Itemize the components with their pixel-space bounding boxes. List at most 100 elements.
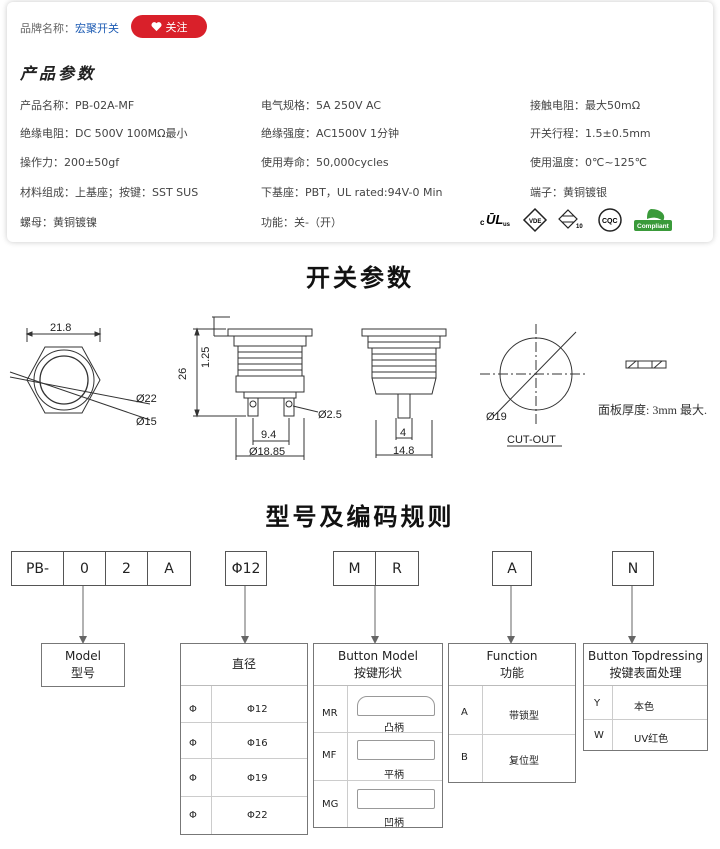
model-cn: 型号: [70, 666, 95, 680]
brand-label: 品牌名称：: [20, 22, 75, 35]
param-item: 使用寿命：50,000cycles: [261, 156, 389, 169]
concave-button-shape: [357, 789, 435, 809]
param-item: 操作力：200±50gf: [20, 156, 120, 169]
dimension-drawing: 21.8 Ø22 Ø15 26 1.25 Ø2.5 9.4 Ø18.85: [9, 316, 667, 460]
code-letter: M: [334, 552, 376, 585]
param-item: 功能：关-（开）: [261, 216, 342, 229]
rohs-cert-logo: Compliant: [633, 206, 673, 234]
topdressing-key: W: [594, 730, 604, 741]
param-item: 绝缘强度：AC1500V 1分钟: [261, 127, 400, 140]
param-item: 绝缘电阻：DC 500V 100MΩ最小: [20, 127, 188, 140]
dim-height: 26: [177, 368, 189, 380]
front-view: [9, 328, 151, 421]
connector-lines: [79, 586, 636, 644]
convex-button-shape: [357, 696, 435, 716]
button-model-en: Button Model: [337, 648, 419, 663]
svg-text:ŪL: ŪL: [486, 212, 503, 227]
topdressing-cn: 按键表面处理: [609, 665, 682, 680]
button-model-value: 平柄: [384, 770, 404, 781]
follow-button[interactable]: 关注: [131, 15, 207, 38]
code-letter: A: [507, 560, 517, 577]
param-item: 使用温度：0℃~125℃: [530, 156, 647, 169]
param-item: 开关行程：1.5±0.5mm: [530, 127, 651, 140]
topdressing-en: Button Topdressing: [588, 648, 703, 663]
function-value: 复位型: [509, 756, 539, 767]
param-item: 端子：黄铜镀银: [530, 186, 607, 199]
dim-thread: 1.25: [200, 347, 212, 368]
cutout-view: [480, 324, 586, 447]
heart-icon: [150, 22, 162, 32]
coding-rules-title: 型号及编码规则: [265, 503, 455, 531]
diameter-title: 直径: [181, 644, 307, 686]
product-info-card: 品牌名称：宏聚开关 关注 产品参数 产品名称：PB-02A-MF 电气规格：5A…: [7, 2, 713, 242]
dim-term: 4: [400, 427, 406, 439]
svg-text:Compliant: Compliant: [637, 223, 670, 230]
panel-thickness-icon: [625, 360, 667, 369]
param-item: 电气规格：5A 250V AC: [261, 99, 382, 112]
button-model-table: Button Model 按键形状 MR 凸柄 MF 平柄 MG 凹柄: [313, 643, 443, 829]
vde-cert-logo: VDE: [522, 206, 548, 234]
code-group-function: A: [492, 551, 532, 586]
enec-cert-logo: 10: [557, 206, 587, 234]
button-model-key: MR: [322, 708, 338, 719]
code-letter: A: [164, 560, 174, 577]
topdressing-title: Button Topdressing 按键表面处理: [584, 644, 707, 686]
diameter-table: 直径 Φ Φ12 Φ Φ16 Φ Φ19 Φ Φ22: [180, 643, 308, 835]
diameter-value: Φ12: [247, 704, 268, 715]
model-box: Model 型号: [41, 643, 125, 687]
diameter-key: Φ: [189, 810, 197, 821]
param-item: 螺母：黄铜镀镍: [20, 216, 97, 229]
param-item: 下基座：PBT，UL rated:94V-0 Min: [261, 186, 443, 199]
dim-d2: Ø15: [136, 416, 157, 428]
code-group-diameter: Φ12: [225, 551, 267, 586]
code-group-topdressing: N: [612, 551, 654, 586]
code-letter: R: [392, 560, 402, 577]
code-digit: 2: [106, 552, 148, 585]
diameter-grid: [181, 686, 307, 834]
dim-pitch: 9.4: [261, 429, 276, 441]
switch-params-title: 开关参数: [306, 264, 414, 292]
svg-text:10: 10: [576, 224, 583, 230]
follow-label: 关注: [165, 20, 188, 34]
code-digit: 0: [64, 552, 106, 585]
diameter-value: Φ22: [247, 810, 268, 821]
button-model-cn: 按键形状: [353, 665, 402, 680]
dim-hole: Ø2.5: [318, 409, 342, 421]
model-en: Model: [64, 649, 102, 663]
side-view-2: [361, 328, 447, 458]
diameter-key: Φ: [189, 704, 197, 715]
function-en: Function: [486, 648, 538, 663]
code-group-button-model: M R: [333, 551, 419, 586]
svg-text:us: us: [503, 222, 511, 228]
code-prefix: PB-: [12, 552, 64, 585]
cqc-cert-logo: CQC: [596, 206, 624, 234]
code-group-base: PB- 0 2 A: [11, 551, 191, 586]
function-table: Function 功能 A 带锁型 B 复位型: [448, 643, 576, 783]
brand-name-link[interactable]: 宏聚开关: [75, 22, 119, 35]
param-item: 接触电阻：最大50mΩ: [530, 99, 641, 112]
brand-row: 品牌名称：宏聚开关: [20, 20, 119, 36]
diameter-key: Φ: [189, 773, 197, 784]
diameter-key: Φ: [189, 738, 197, 749]
dim-body: Ø18.85: [249, 446, 285, 458]
topdressing-table: Button Topdressing 按键表面处理 Y 本色 W UV红色: [583, 643, 708, 751]
dim-depth: 14.8: [393, 445, 414, 457]
dim-d1: Ø22: [136, 393, 157, 405]
dim-width: 21.8: [50, 322, 71, 334]
function-cn: 功能: [499, 665, 524, 680]
code-diameter: Φ12: [231, 560, 261, 577]
svg-text:VDE: VDE: [529, 219, 541, 225]
function-value: 带锁型: [509, 711, 539, 722]
side-view: [193, 316, 319, 460]
cutout-label: CUT-OUT: [507, 434, 556, 446]
dim-cut: Ø19: [486, 411, 507, 423]
function-title: Function 功能: [449, 644, 575, 686]
param-item: 产品名称：PB-02A-MF: [20, 99, 135, 112]
function-key: B: [461, 752, 468, 763]
button-model-title: Button Model 按键形状: [314, 644, 442, 686]
topdressing-key: Y: [594, 698, 601, 709]
topdressing-value: 本色: [634, 702, 654, 713]
diameter-value: Φ16: [247, 738, 268, 749]
